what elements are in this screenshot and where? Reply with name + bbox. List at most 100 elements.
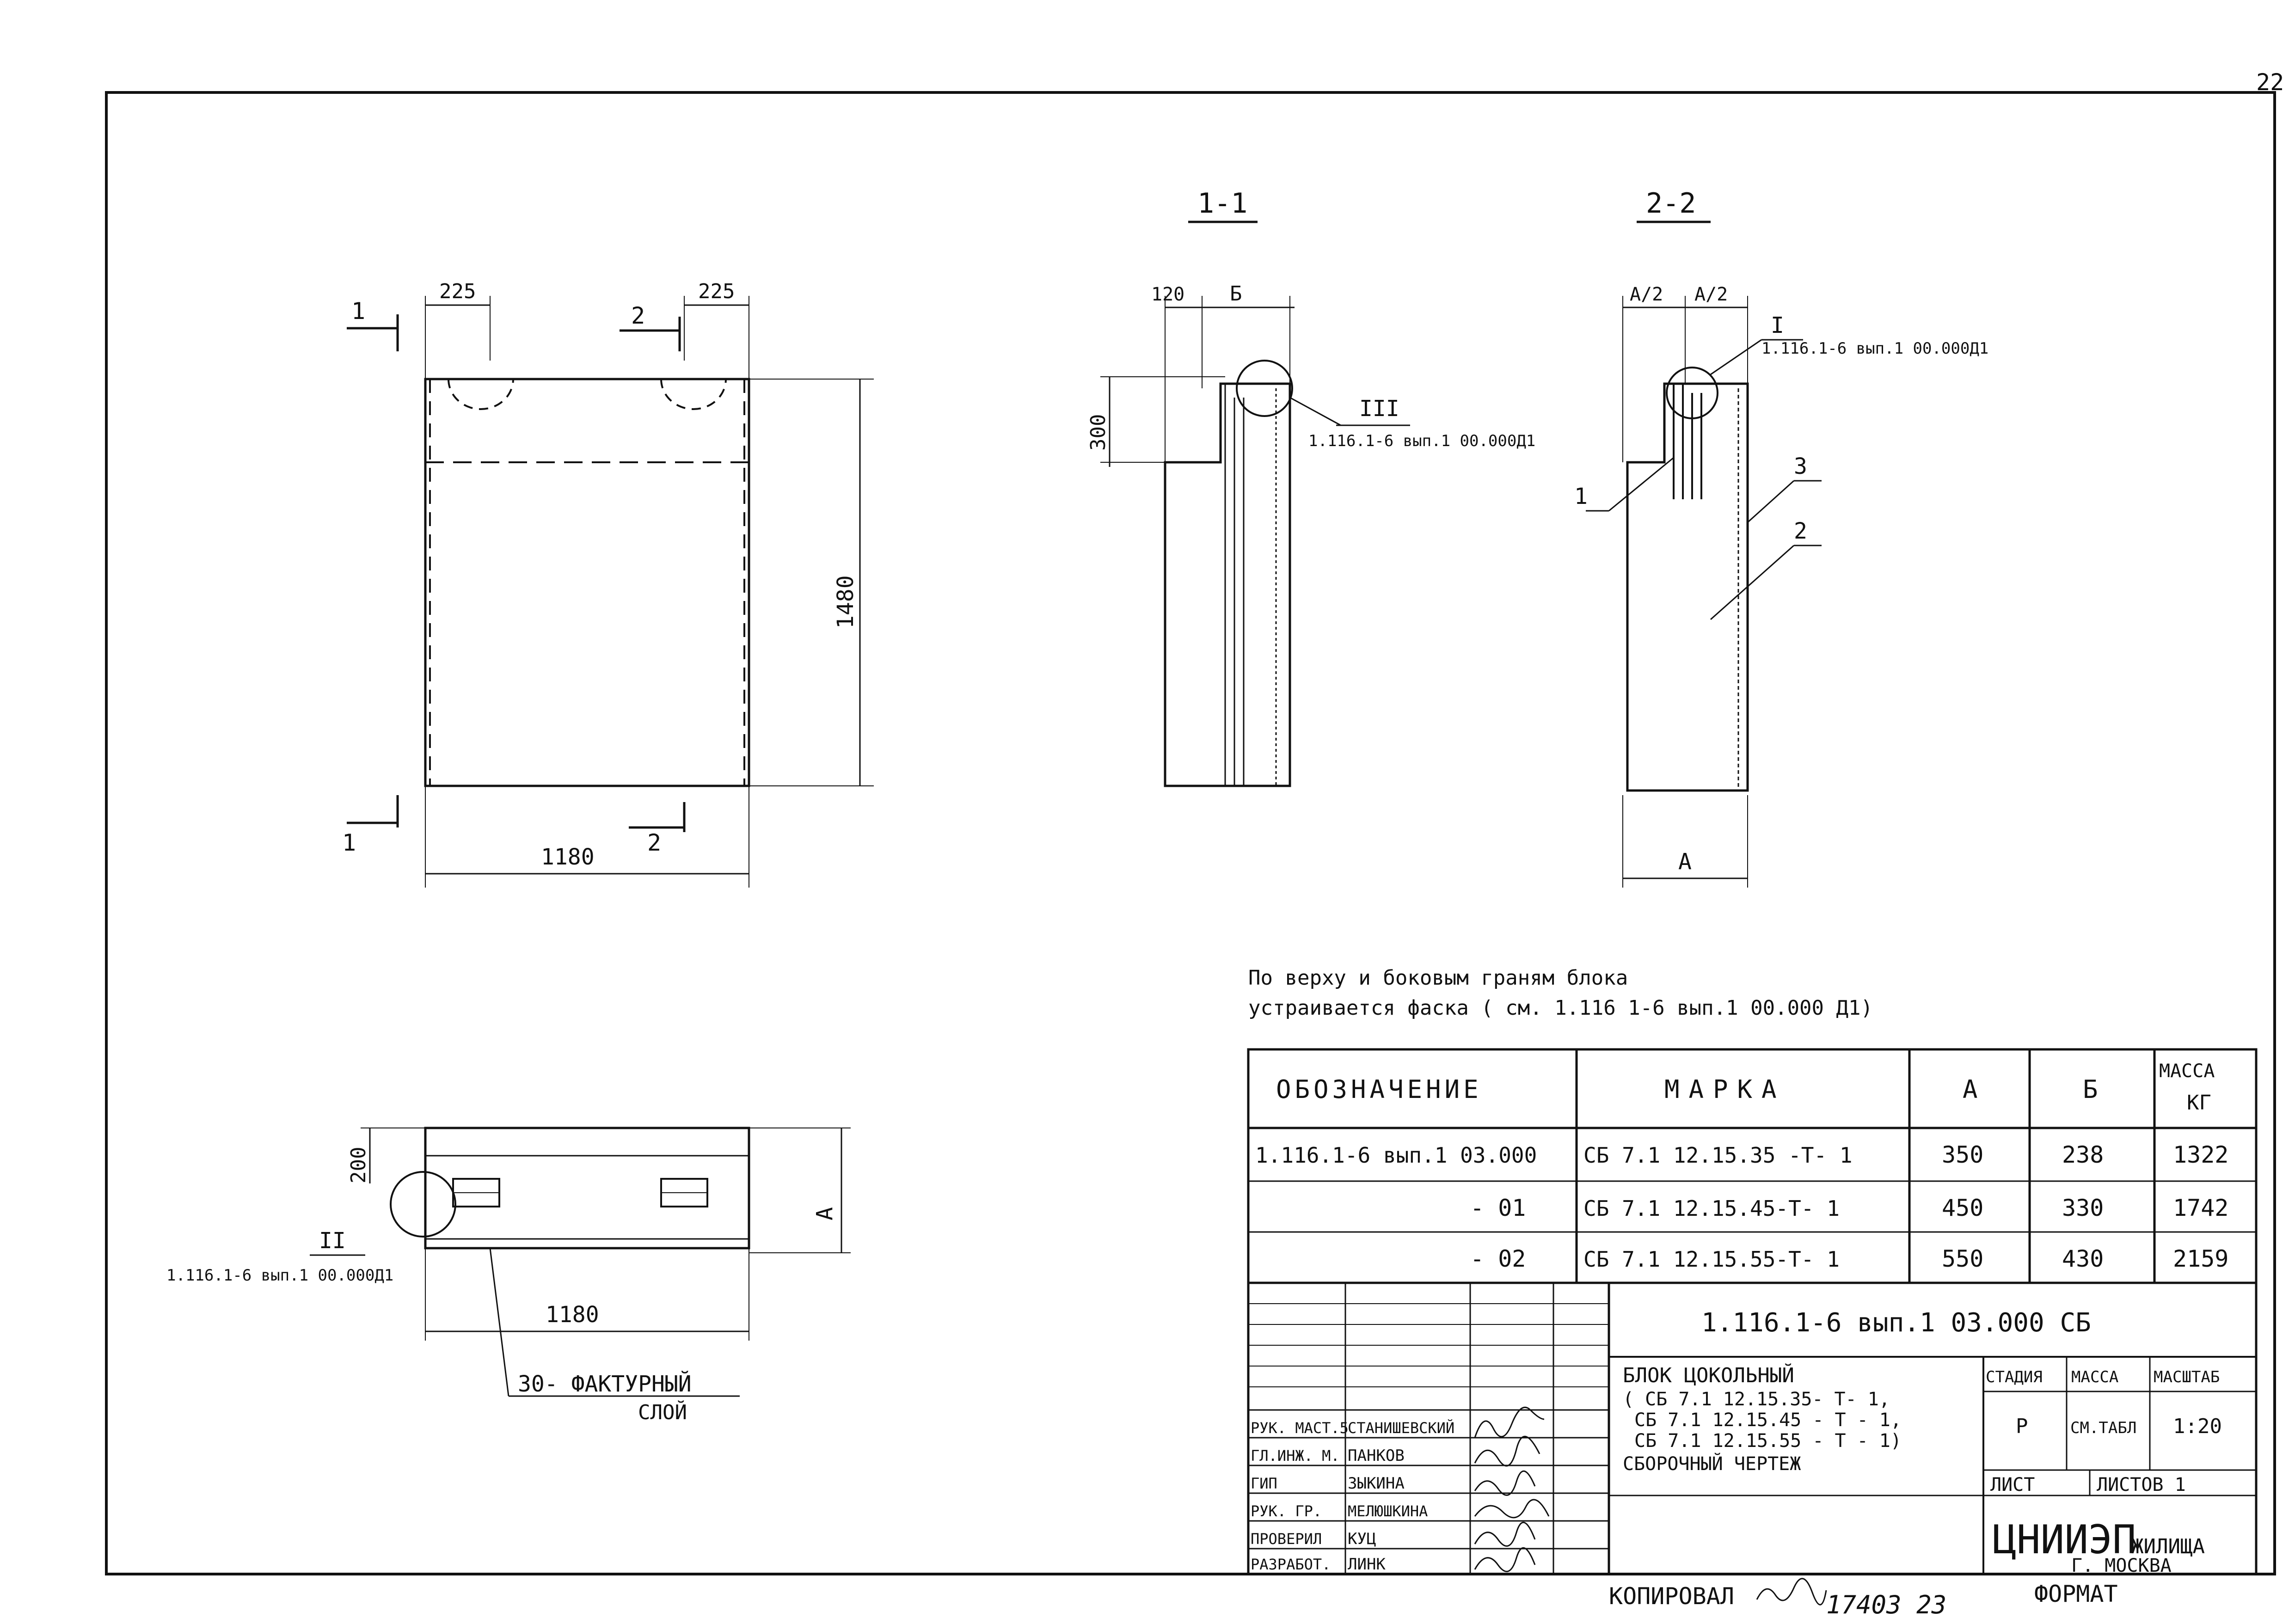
stage-header: СТАДИЯ <box>1986 1368 2043 1386</box>
section-2-2-outline <box>1626 382 1749 792</box>
org-name: ЦНИИЭП <box>1993 1517 2136 1563</box>
doc-code: 1.116.1-6 вып.1 03.000 СБ <box>1701 1308 2091 1338</box>
role-3: ГИП <box>1251 1475 1277 1492</box>
row3-a: 550 <box>1942 1245 1983 1272</box>
layer-label-2: СЛОЙ <box>638 1400 687 1424</box>
node-i-label: I <box>1771 313 1784 338</box>
row2-a: 450 <box>1942 1195 1983 1221</box>
dim-1180-top: 1180 <box>546 1302 599 1328</box>
org-city: Г. МОСКВА <box>2071 1555 2172 1576</box>
row3-b: 430 <box>2062 1245 2104 1272</box>
hdr-mass: МАССА <box>2159 1060 2215 1082</box>
order-number: 17403 23 <box>1826 1590 1946 1619</box>
dim-a-2-2: A <box>1678 849 1692 875</box>
row3-mass: 2159 <box>2173 1245 2228 1272</box>
format-label: ФОРМАТ <box>2034 1581 2118 1607</box>
name-1: СТАНИШЕВСКИЙ <box>1348 1419 1454 1437</box>
name-5: КУЦ <box>1348 1530 1376 1548</box>
dim-a2-left: A/2 <box>1630 284 1663 305</box>
name-2: ПАНКОВ <box>1348 1446 1405 1465</box>
cut-1-bottom: 1 <box>342 829 356 856</box>
sheet-label: ЛИСТ <box>1990 1474 2035 1495</box>
plan-view: 225 225 1 2 1 2 1480 1180 <box>342 280 874 888</box>
node-i-circle <box>1666 367 1718 419</box>
section-1-1-label: 1-1 <box>1197 187 1247 220</box>
mass-header: МАССА <box>2071 1368 2118 1386</box>
name-3: ЗЫКИНА <box>1348 1474 1405 1493</box>
pos-2: 2 <box>1794 518 1807 544</box>
row2-mark: СБ 7.1 12.15.45-Т- 1 <box>1583 1196 1840 1221</box>
pos-3: 3 <box>1794 453 1807 479</box>
section-1-1: 1-1 III 1.116.1-6 вып.1 00.000Д1 120 Б 3… <box>1086 187 1535 787</box>
role-2: ГЛ.ИНЖ. М. <box>1251 1447 1340 1465</box>
node-ii-label: II <box>319 1228 346 1254</box>
title-line-2: ( СБ 7.1 12.15.35- Т- 1, <box>1623 1389 1890 1410</box>
hdr-mark: МАРКА <box>1664 1075 1786 1104</box>
row1-b: 238 <box>2062 1141 2104 1168</box>
section-1-1-outline <box>1164 382 1291 787</box>
top-view-outline <box>424 1127 750 1250</box>
row1-mark: СБ 7.1 12.15.35 -Т- 1 <box>1583 1143 1853 1168</box>
node-i-ref: 1.116.1-6 вып.1 00.000Д1 <box>1761 339 1988 358</box>
dim-b: Б <box>1230 282 1242 306</box>
sheets-label: ЛИСТОВ 1 <box>2097 1474 2186 1495</box>
copied-label: КОПИРОВАЛ <box>1609 1583 1734 1610</box>
row3-mark: СБ 7.1 12.15.55-Т- 1 <box>1583 1247 1840 1272</box>
row2-code: - 01 <box>1470 1195 1526 1221</box>
top-view: II 1.116.1-6 вып.1 00.000Д1 200 A 1180 3… <box>166 1127 851 1424</box>
title-line-5: СБОРОЧНЫЙ ЧЕРТЕЖ <box>1623 1452 1801 1475</box>
role-1: РУК. МАСТ.5 <box>1251 1419 1349 1437</box>
dim-225-left: 225 <box>439 280 476 303</box>
row1-code: 1.116.1-6 вып.1 03.000 <box>1255 1143 1537 1168</box>
dim-a-top: A <box>812 1207 838 1220</box>
row1-mass: 1322 <box>2173 1141 2228 1168</box>
row3-code: - 02 <box>1470 1245 1526 1272</box>
cut-2-top: 2 <box>631 302 645 329</box>
dim-1480: 1480 <box>833 575 859 629</box>
name-4: МЕЛЮШКИНА <box>1348 1502 1428 1520</box>
row2-mass: 1742 <box>2173 1195 2228 1221</box>
cut-1-top: 1 <box>351 298 365 325</box>
sheet-number: 22 <box>2256 69 2284 96</box>
layer-label-1: 30- ФАКТУРНЫЙ <box>518 1371 692 1397</box>
org-subname: ЖИЛИЩА <box>2131 1535 2205 1558</box>
dim-200: 200 <box>347 1147 370 1183</box>
spec-table: ОБОЗНАЧЕНИЕ МАРКА А Б МАССА КГ 1.116.1-6… <box>1247 1048 2258 1284</box>
copier-signature <box>1756 1578 1827 1606</box>
dim-300: 300 <box>1086 414 1110 451</box>
mass-value: СМ.ТАБЛ <box>2070 1419 2136 1437</box>
role-6: РАЗРАБОТ. <box>1251 1556 1331 1573</box>
scale-value: 1:20 <box>2173 1415 2222 1438</box>
node-iii-circle <box>1236 360 1293 417</box>
dim-1180-plan: 1180 <box>541 844 595 870</box>
note-line-1: По верху и боковым граням блока <box>1248 966 1628 990</box>
note-line-2: устраивается фаска ( см. 1.116 1-6 вып.1… <box>1248 996 1873 1020</box>
node-iii-label: III <box>1359 396 1399 422</box>
row1-a: 350 <box>1942 1141 1983 1168</box>
title-line-1: БЛОК ЦОКОЛЬНЫЙ <box>1623 1363 1794 1387</box>
pos-1: 1 <box>1574 484 1588 509</box>
hdr-a: А <box>1963 1075 1978 1104</box>
title-line-4: СБ 7.1 12.15.55 - Т - 1) <box>1634 1430 1902 1452</box>
role-4: РУК. ГР. <box>1251 1502 1322 1520</box>
section-2-2-label: 2-2 <box>1646 187 1696 220</box>
cut-2-bottom: 2 <box>647 829 661 856</box>
scale-header: МАСШТАБ <box>2154 1368 2220 1386</box>
hdr-designation: ОБОЗНАЧЕНИЕ <box>1276 1075 1482 1104</box>
title-block: РУК. МАСТ.5 СТАНИШЕВСКИЙ ГЛ.ИНЖ. М. ПАНК… <box>1247 1281 2258 1576</box>
hdr-b: Б <box>2083 1075 2098 1104</box>
signatures <box>1474 1406 1550 1572</box>
stage-value: Р <box>2016 1415 2028 1438</box>
dim-120: 120 <box>1151 284 1184 305</box>
row2-b: 330 <box>2062 1195 2104 1221</box>
title-line-3: СБ 7.1 12.15.45 - Т - 1, <box>1634 1410 1902 1431</box>
node-ii-circle <box>390 1171 456 1238</box>
role-5: ПРОВЕРИЛ <box>1251 1530 1322 1548</box>
dim-a2-right: A/2 <box>1694 284 1728 305</box>
sheet-frame <box>105 91 2276 1575</box>
hdr-kg: КГ <box>2187 1091 2211 1115</box>
dim-225-right: 225 <box>698 280 735 303</box>
section-2-2: 2-2 I 1.116.1-6 вып.1 00.000Д1 A/2 A/2 1… <box>1574 187 1988 888</box>
node-iii-ref: 1.116.1-6 вып.1 00.000Д1 <box>1308 432 1535 450</box>
